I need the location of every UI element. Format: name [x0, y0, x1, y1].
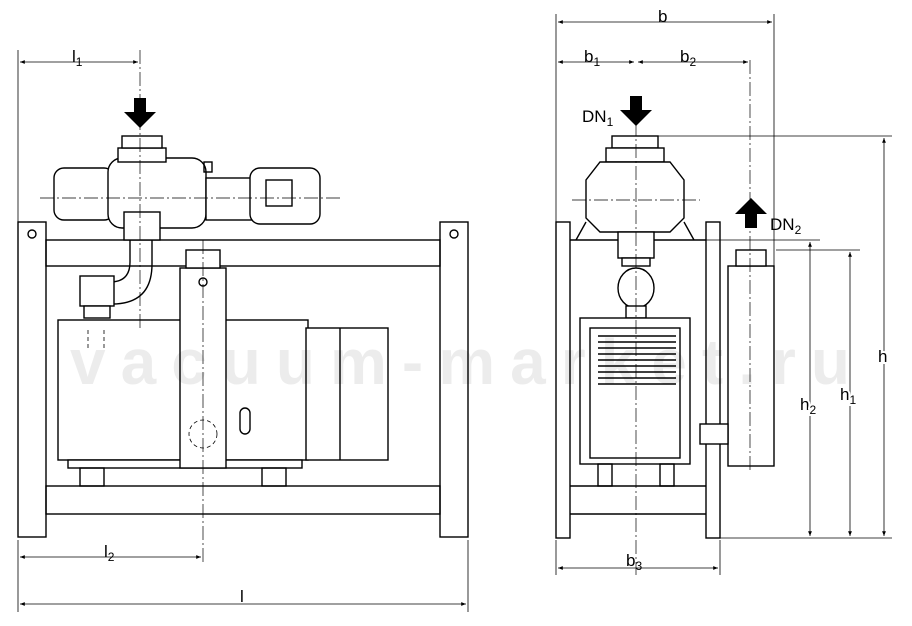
roots-motor-right	[249, 167, 321, 225]
dimension-l-label: l	[240, 587, 244, 606]
frame-right-post-front	[705, 221, 721, 539]
outlet-arrow-icon	[735, 198, 767, 228]
port-dn2-label: DN2	[770, 215, 802, 237]
roots-motor-left	[53, 167, 115, 221]
roots-coupling	[205, 177, 253, 221]
watermark: vacuum-market.ru	[70, 326, 850, 398]
dimension-l1-label: l1	[72, 47, 83, 69]
backing-pump-motor	[305, 327, 389, 461]
inlet-arrow-icon	[124, 98, 156, 128]
dimension-b1-label: b1	[584, 47, 600, 69]
cooling-louvres	[598, 335, 676, 385]
dimension-h-label: h	[878, 347, 887, 366]
frame-left-post-front	[555, 221, 571, 539]
frame-bottom-rail	[45, 485, 441, 515]
port-dn1-label: DN1	[582, 107, 614, 129]
exhaust-column-front	[727, 265, 775, 467]
frame-left-post	[17, 221, 47, 538]
dimension-h2-label: h2	[800, 395, 816, 417]
frame-top-rail	[45, 239, 441, 267]
inlet-arrow-icon	[620, 96, 652, 126]
front-view: DN1 DN2 b b1 b2 b3 h h1 h2	[555, 7, 892, 575]
side-view: l1 l2 l	[17, 47, 469, 612]
dimension-b-label: b	[658, 7, 667, 26]
roots-pump-front	[585, 161, 685, 233]
frame-right-post	[439, 221, 469, 538]
dimension-b3-label: b3	[626, 551, 642, 573]
dimension-h1-label: h1	[840, 385, 856, 407]
dimension-l2-label: l2	[104, 542, 115, 564]
dimension-b2-label: b2	[680, 47, 696, 69]
